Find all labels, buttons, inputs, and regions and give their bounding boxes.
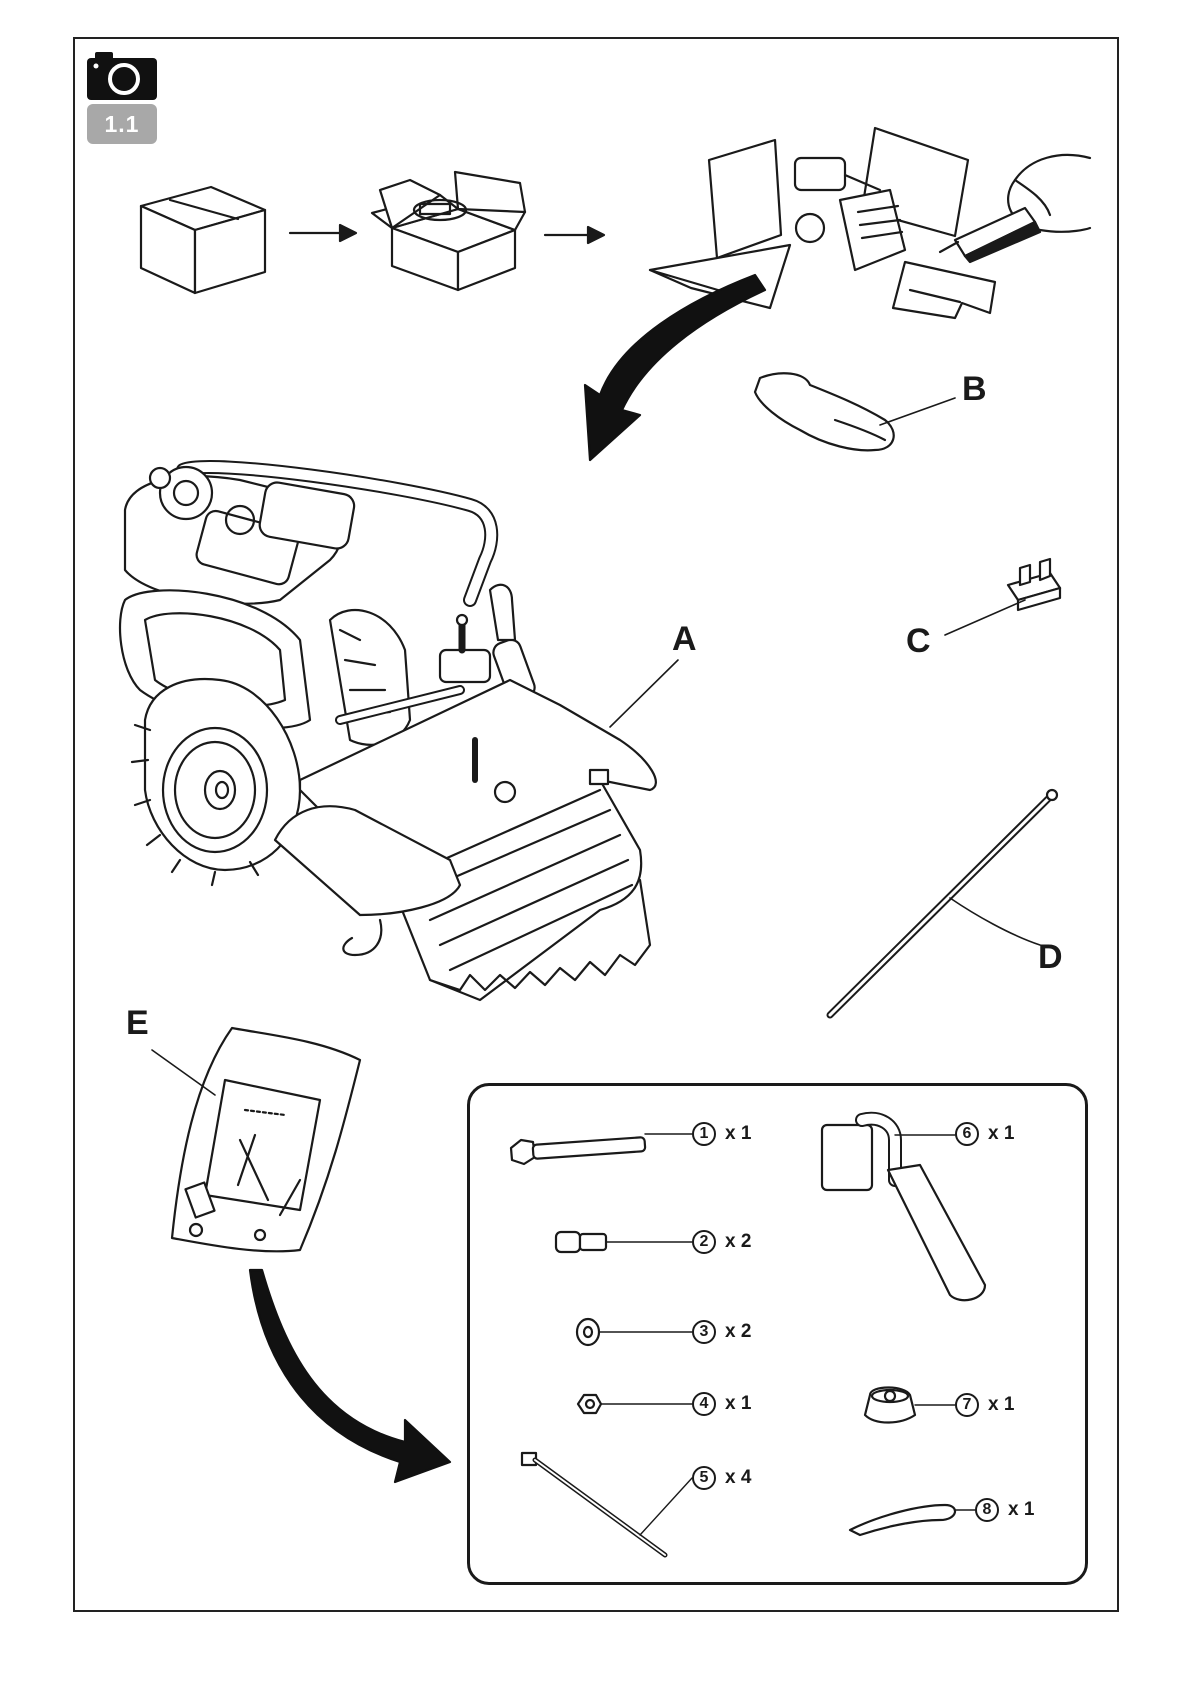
item-quantity: x 1 <box>1008 1499 1034 1521</box>
label-part-c: C <box>906 622 931 661</box>
kit-item-2: 2 x 2 <box>692 1230 751 1254</box>
part-a-tiller-illustration <box>120 467 678 1000</box>
item-number: 7 <box>955 1393 979 1417</box>
item-quantity: x 1 <box>725 1123 751 1145</box>
label-part-a: A <box>672 620 697 659</box>
label-part-d: D <box>1038 938 1063 977</box>
arrow-right-icon <box>290 225 356 241</box>
item-number: 8 <box>975 1498 999 1522</box>
unfolded-box-illustration <box>650 128 995 318</box>
item-quantity: x 1 <box>725 1393 751 1415</box>
item-quantity: x 1 <box>988 1123 1014 1145</box>
curved-arrow-icon <box>250 1270 450 1482</box>
arrow-right-icon <box>545 227 604 243</box>
item-number: 5 <box>692 1466 716 1490</box>
kit-item-3: 3 x 2 <box>692 1320 751 1344</box>
part-b-illustration <box>755 373 955 450</box>
kit-item-6: 6 x 1 <box>955 1122 1014 1146</box>
kit-item-5: 5 x 4 <box>692 1466 751 1490</box>
label-part-e: E <box>126 1004 149 1043</box>
item-quantity: x 1 <box>988 1394 1014 1416</box>
item-number: 1 <box>692 1122 716 1146</box>
item-quantity: x 2 <box>725 1321 751 1343</box>
part-d-illustration <box>830 790 1057 1015</box>
open-box-illustration <box>372 172 525 290</box>
item-number: 6 <box>955 1122 979 1146</box>
item-quantity: x 4 <box>725 1467 751 1489</box>
kit-item-4: 4 x 1 <box>692 1392 751 1416</box>
item-quantity: x 2 <box>725 1231 751 1253</box>
kit-item-7: 7 x 1 <box>955 1393 1014 1417</box>
label-part-b: B <box>962 370 987 409</box>
part-e-hardware-bag-illustration <box>152 1028 360 1251</box>
kit-item-1: 1 x 1 <box>692 1122 751 1146</box>
item-number: 4 <box>692 1392 716 1416</box>
kit-item-8: 8 x 1 <box>975 1498 1034 1522</box>
closed-box-illustration <box>141 187 265 293</box>
item-number: 2 <box>692 1230 716 1254</box>
part-c-illustration <box>945 559 1060 635</box>
curved-arrow-icon <box>585 275 765 460</box>
item-number: 3 <box>692 1320 716 1344</box>
